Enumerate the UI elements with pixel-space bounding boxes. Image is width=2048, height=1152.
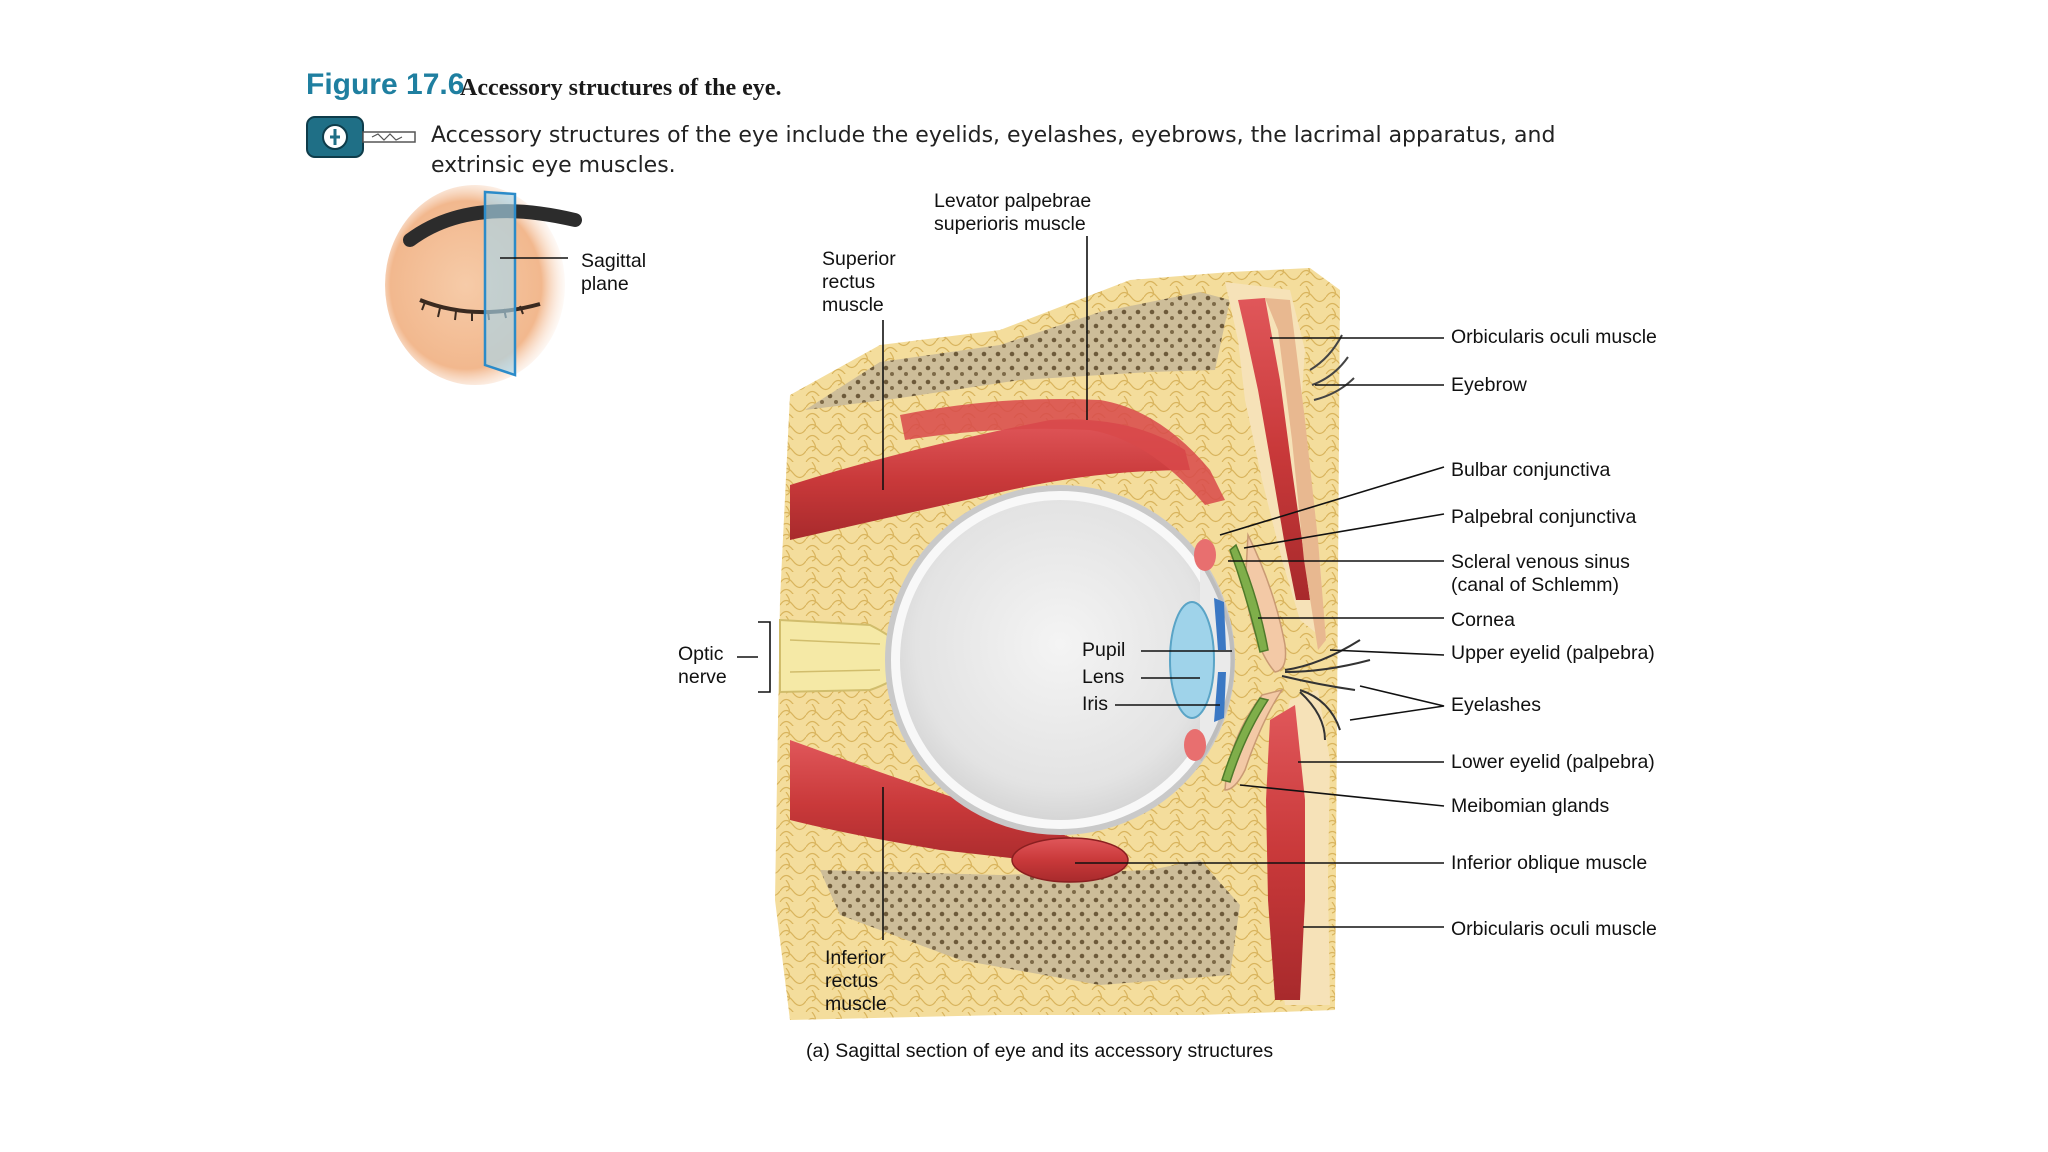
label-cornea: Cornea [1451,609,1515,631]
key-icon [306,116,416,158]
figure-title: Accessory structures of the eye. [460,75,782,101]
label-inferior-oblique: Inferior oblique muscle [1451,852,1648,874]
face-inset [385,185,582,385]
label-upper-eyelid: Upper eyelid (palpebra) [1451,642,1655,664]
label-bulbar-conjunctiva: Bulbar conjunctiva [1451,459,1611,481]
label-meibomian-glands: Meibomian glands [1451,795,1610,817]
leader-lines [500,236,1445,940]
label-lens: Lens [1082,666,1125,688]
label-superior-rectus: Superior rectus muscle [822,248,896,316]
label-levator-palpebrae: Levator palpebrae superioris muscle [934,190,1092,235]
label-lower-eyelid: Lower eyelid (palpebra) [1451,751,1655,773]
figure-number: Figure 17.6 [306,68,465,101]
label-orbicularis-oculi-top: Orbicularis oculi muscle [1451,326,1657,348]
label-iris: Iris [1082,693,1108,715]
label-eyebrow: Eyebrow [1451,374,1527,396]
label-pupil: Pupil [1082,639,1126,661]
eyeball [885,485,1235,835]
label-inferior-rectus: Inferior rectus muscle [825,947,887,1015]
label-optic-nerve: Optic nerve [678,643,727,688]
label-palpebral-conjunctiva: Palpebral conjunctiva [1451,506,1637,528]
label-sagittal-plane: Sagittal plane [581,250,647,295]
figure-intro-text: Accessory structures of the eye include … [431,123,1556,178]
figure-caption: (a) Sagittal section of eye and its acce… [806,1040,1274,1062]
eyelids [1221,334,1371,791]
label-eyelashes: Eyelashes [1451,694,1541,716]
label-scleral-venous-sinus: Scleral venous sinus (canal of Schlemm) [1451,551,1630,596]
label-orbicularis-oculi-bottom: Orbicularis oculi muscle [1451,918,1657,940]
